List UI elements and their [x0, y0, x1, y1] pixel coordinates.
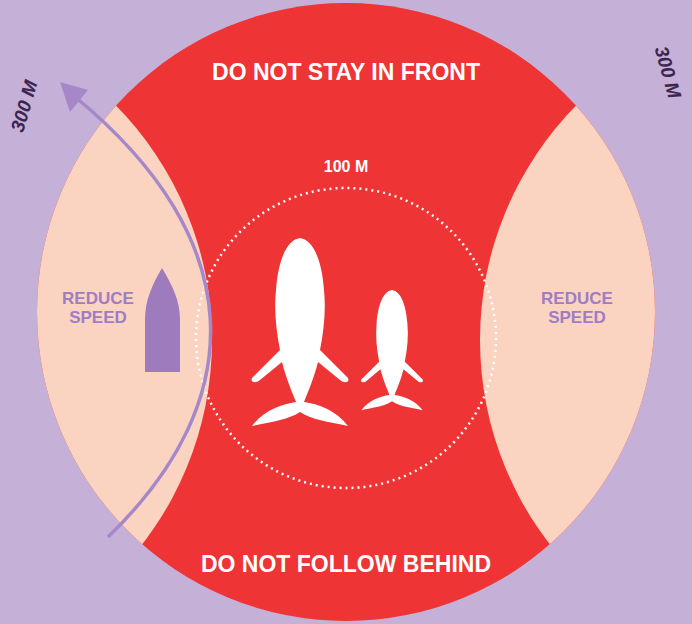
peach-lens — [480, 6, 692, 624]
mother-whale — [252, 238, 349, 426]
distance-label: 100 M — [296, 158, 396, 176]
zone-note: REDUCE SPEED — [535, 290, 619, 327]
red-zone-circle: DO NOT STAY IN FRONT DO NOT FOLLOW BEHIND… — [37, 3, 655, 621]
zone-note: REDUCE SPEED — [56, 290, 140, 327]
node-outline — [479, 80, 655, 600]
peach-lens — [0, 6, 212, 624]
dotted-ring — [196, 188, 496, 488]
slow-zone: REDUCE SPEED — [37, 80, 213, 600]
calf-whale — [361, 290, 423, 410]
boat-path-arrow — [74, 96, 211, 537]
slow-zone: REDUCE SPEED — [479, 80, 655, 600]
distance-ring: 100 M — [196, 188, 496, 488]
zone-warning: DO NOT STAY IN FRONT — [166, 60, 526, 85]
distance-label: 300 M — [5, 70, 44, 143]
distance-label: 300 M — [647, 36, 686, 109]
node-outline — [37, 80, 213, 600]
boat-symbol — [145, 268, 180, 372]
arrow-head — [60, 82, 88, 112]
node-outline — [196, 188, 496, 488]
zone-warning: DO NOT FOLLOW BEHIND — [166, 552, 526, 577]
